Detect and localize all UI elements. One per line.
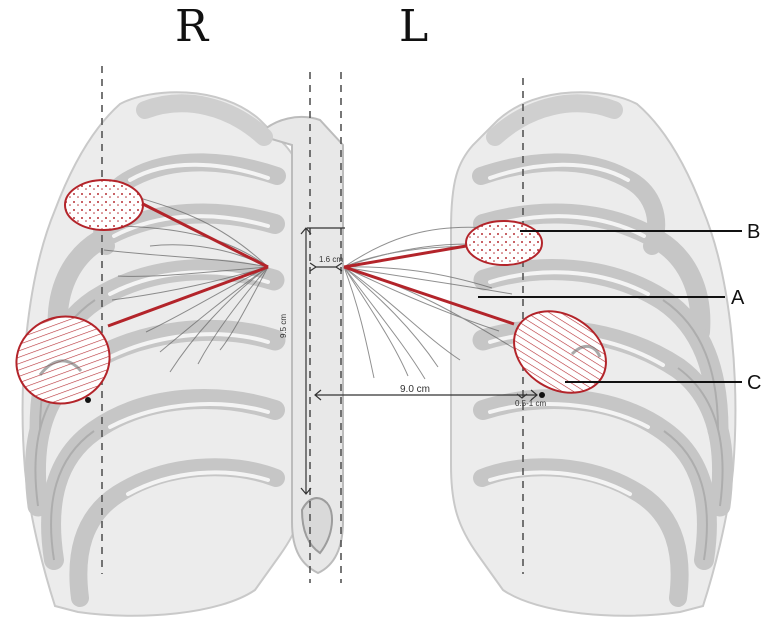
label-b: B	[747, 221, 760, 243]
label-c: C	[747, 372, 761, 394]
measure-horizontal: 9.0 cm	[400, 384, 430, 395]
left-side-label: L	[399, 1, 428, 52]
left-dot-marker	[539, 392, 545, 398]
label-a: A	[731, 287, 745, 309]
measure-vertical: 9.5 cm	[279, 314, 288, 338]
ribcage-background	[23, 92, 736, 616]
right-upper-ellipse-dots	[65, 180, 143, 230]
measure-edge: 0.5-1 cm	[515, 399, 546, 408]
right-side-label: R	[175, 1, 210, 52]
left-upper-ellipse-dots	[466, 221, 542, 265]
measure-top-gap: 1.6 cm	[319, 255, 343, 264]
right-dot-marker	[85, 397, 91, 403]
